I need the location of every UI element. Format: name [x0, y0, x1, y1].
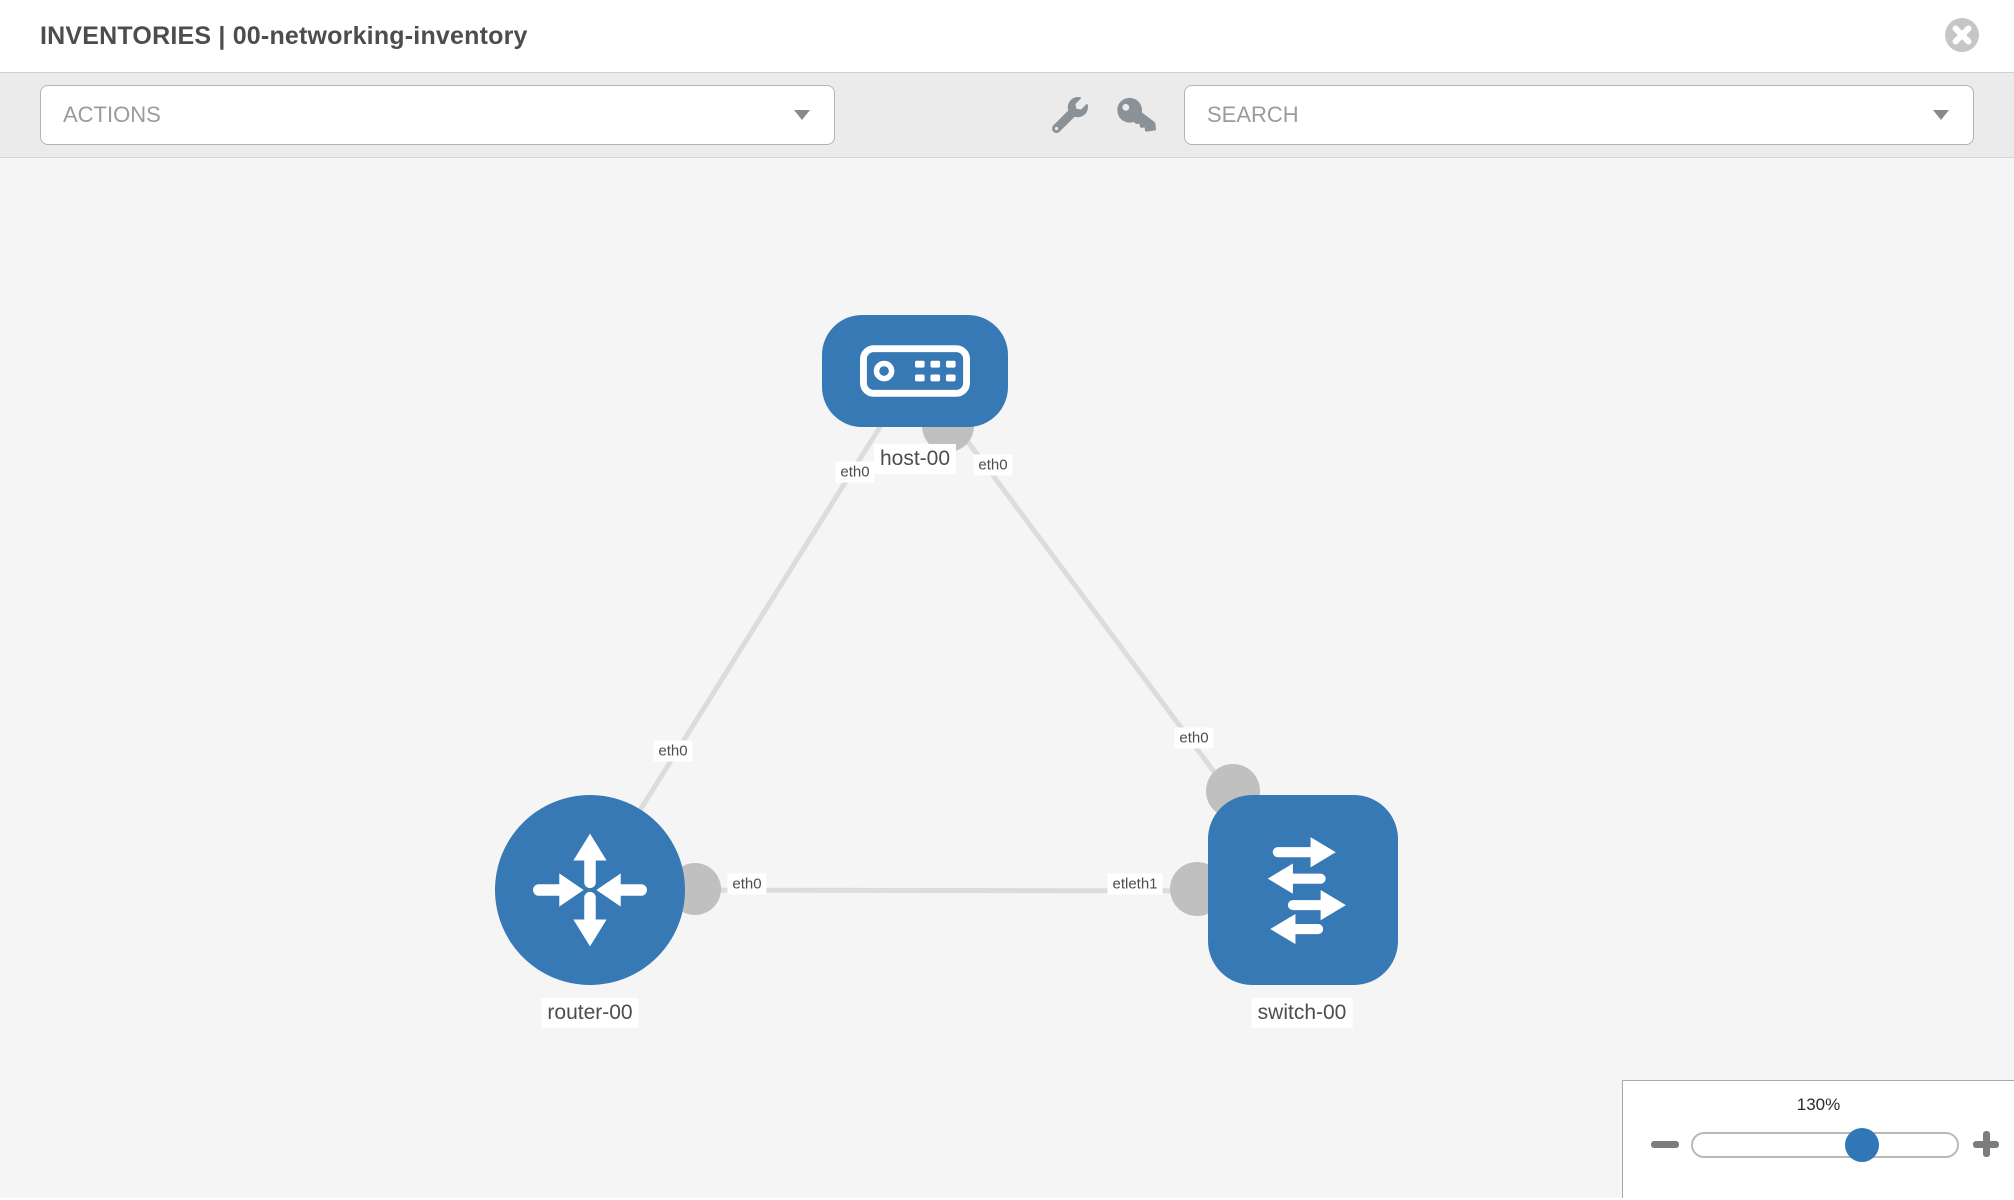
actions-dropdown-label: ACTIONS [63, 102, 161, 127]
router-icon [533, 833, 647, 947]
chevron-down-icon [1933, 110, 1949, 120]
interface-label-router-eth0-right: eth0 [727, 873, 767, 895]
actions-dropdown[interactable]: ACTIONS [40, 85, 835, 145]
search-dropdown-label: SEARCH [1207, 102, 1299, 127]
topology-canvas[interactable]: host-00 eth0 eth0 eth0 eth0 router-00 et… [0, 158, 2014, 1198]
node-host-00[interactable] [822, 315, 1008, 427]
page-title: INVENTORIES | 00-networking-inventory [40, 21, 528, 50]
zoom-slider-track[interactable] [1691, 1128, 1959, 1162]
close-icon[interactable] [1944, 17, 1980, 53]
zoom-slider-row [1623, 1115, 2014, 1175]
interface-label-host-eth0-left: eth0 [835, 461, 875, 483]
search-dropdown[interactable]: SEARCH [1184, 85, 1974, 145]
interface-label-switch-eth1-left: etleth1 [1107, 873, 1163, 895]
node-label-host: host-00 [873, 444, 957, 474]
interface-label-router-eth0-top: eth0 [653, 740, 693, 762]
modal-header: INVENTORIES | 00-networking-inventory [0, 0, 2014, 72]
toolbar: ACTIONS SEARCH [0, 72, 2014, 158]
wrench-icon[interactable] [1051, 97, 1088, 134]
key-icon[interactable] [1116, 95, 1157, 136]
switch-icon [1267, 837, 1346, 945]
edge-host-router [587, 369, 918, 892]
interface-label-host-eth0-right: eth0 [973, 454, 1013, 476]
node-router-00[interactable] [495, 795, 685, 985]
zoom-control-panel: 130% [1622, 1080, 2014, 1198]
zoom-in-button[interactable] [1973, 1131, 1999, 1157]
zoom-slider-handle[interactable] [1844, 1128, 1879, 1162]
node-label-switch: switch-00 [1251, 998, 1353, 1028]
zoom-percentage: 130% [1796, 1095, 1841, 1114]
server-icon [860, 345, 970, 397]
zoom-out-button[interactable] [1651, 1141, 1679, 1148]
node-switch-00[interactable] [1208, 795, 1398, 985]
node-label-router: router-00 [541, 998, 639, 1028]
interface-label-switch-eth0-top: eth0 [1174, 727, 1214, 749]
chevron-down-icon [794, 110, 810, 120]
topology-edges [587, 369, 1306, 916]
